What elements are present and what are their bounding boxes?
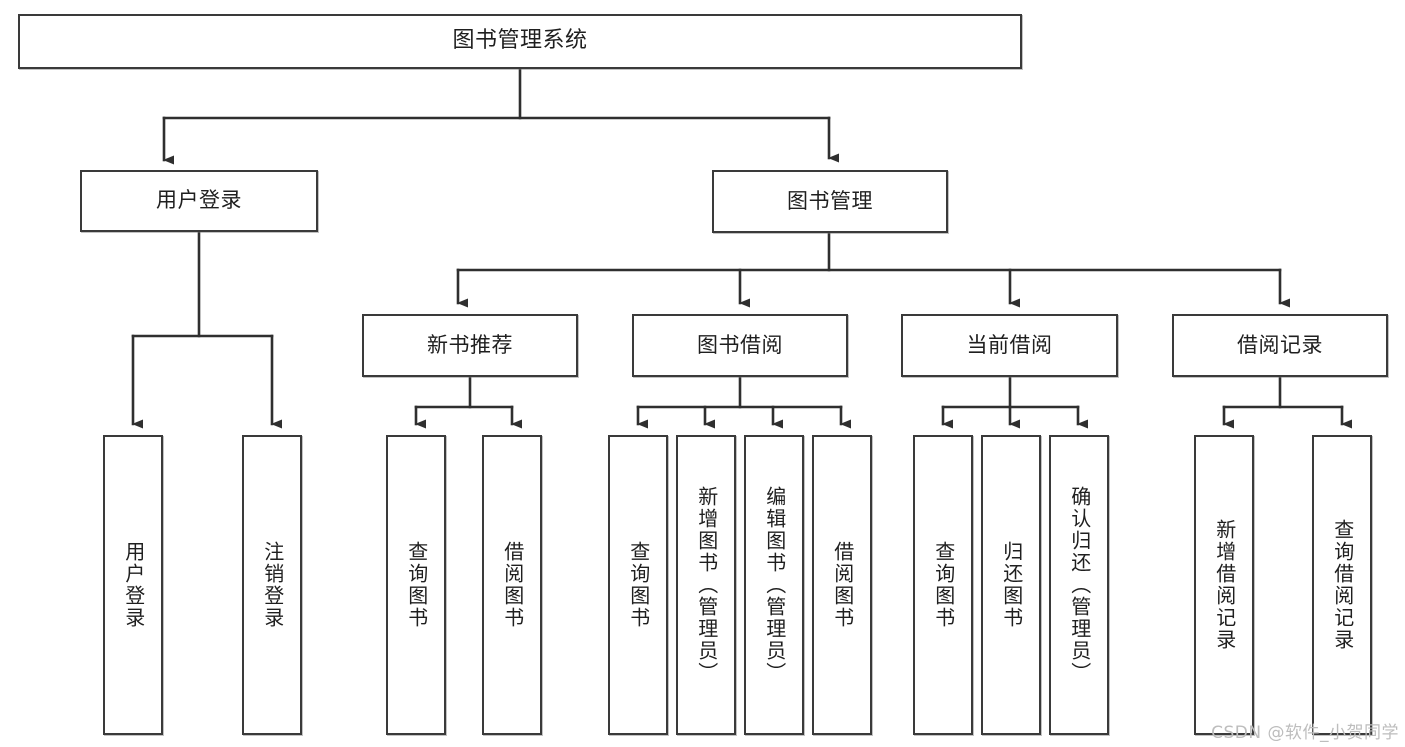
node-leaf-borrow-book[interactable]: 借阅图书 [812,435,872,735]
node-label: 确认归还（管理员） [1067,486,1092,684]
node-label: 借阅记录 [1237,332,1323,357]
node-label: 借阅图书 [500,541,525,629]
node-label: 查询图书 [626,541,651,629]
node-leaf-query-book-recommend[interactable]: 查询图书 [386,435,446,735]
node-current-borrow[interactable]: 当前借阅 [901,314,1118,377]
node-book-management[interactable]: 图书管理 [712,170,948,233]
node-borrow-record[interactable]: 借阅记录 [1172,314,1388,377]
node-new-book-recommend[interactable]: 新书推荐 [362,314,578,377]
node-label: 新书推荐 [427,332,513,357]
node-leaf-return-book[interactable]: 归还图书 [981,435,1041,735]
node-leaf-user-login[interactable]: 用户登录 [103,435,163,735]
node-root-book-management-system[interactable]: 图书管理系统 [18,14,1022,69]
node-leaf-edit-book-admin[interactable]: 编辑图书（管理员） [744,435,804,735]
node-label: 图书管理 [787,188,873,213]
node-leaf-add-borrow-record[interactable]: 新增借阅记录 [1194,435,1254,735]
node-label: 注销登录 [260,541,285,629]
node-label: 图书管理系统 [452,28,588,54]
node-label: 查询借阅记录 [1330,519,1355,651]
node-label: 归还图书 [999,541,1024,629]
node-label: 图书借阅 [697,332,783,357]
node-leaf-logout[interactable]: 注销登录 [242,435,302,735]
node-leaf-borrow-book-recommend[interactable]: 借阅图书 [482,435,542,735]
node-leaf-confirm-return-admin[interactable]: 确认归还（管理员） [1049,435,1109,735]
node-label: 新增图书（管理员） [694,486,719,684]
node-label: 新增借阅记录 [1212,519,1237,651]
node-label: 借阅图书 [830,541,855,629]
node-label: 当前借阅 [966,332,1053,357]
node-book-borrow[interactable]: 图书借阅 [632,314,848,377]
node-leaf-query-borrow-record[interactable]: 查询借阅记录 [1312,435,1372,735]
watermark: CSDN @软件_小贺同学 [1211,723,1399,743]
node-label: 用户登录 [156,188,242,213]
node-label: 用户登录 [121,541,146,629]
node-user-login[interactable]: 用户登录 [80,170,318,232]
node-label: 查询图书 [404,541,429,629]
node-label: 编辑图书（管理员） [762,486,787,684]
node-leaf-query-book-current[interactable]: 查询图书 [913,435,973,735]
node-leaf-add-book-admin[interactable]: 新增图书（管理员） [676,435,736,735]
node-label: 查询图书 [931,541,956,629]
node-leaf-query-book-borrow[interactable]: 查询图书 [608,435,668,735]
